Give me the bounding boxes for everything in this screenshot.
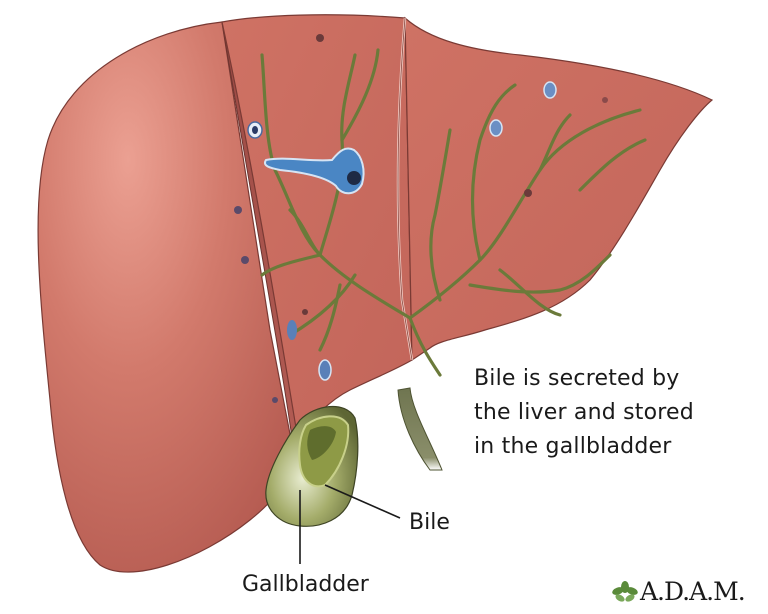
vessel-dots xyxy=(234,34,608,403)
portal-vein xyxy=(264,147,365,195)
caption-line: the liver and stored xyxy=(474,400,694,425)
liver-cut-section-left xyxy=(221,14,413,442)
caption-text: Bile is secreted by the liver and stored… xyxy=(474,362,694,464)
bile-duct-branches xyxy=(260,48,647,377)
adam-logo: A.D.A.M. xyxy=(612,577,746,606)
caption-line: Bile is secreted by xyxy=(474,366,680,391)
label-bile: Bile xyxy=(409,510,450,535)
liver-right-lobe xyxy=(37,21,296,573)
credit-text: A.D.A.M. xyxy=(640,577,746,606)
caption-line: in the gallbladder xyxy=(474,434,672,459)
bile-leader-line xyxy=(324,484,401,519)
label-gallbladder: Gallbladder xyxy=(242,572,369,597)
leaf-icon xyxy=(612,580,638,602)
bile-duct xyxy=(397,387,443,471)
liver-cut-section-right xyxy=(404,16,714,362)
